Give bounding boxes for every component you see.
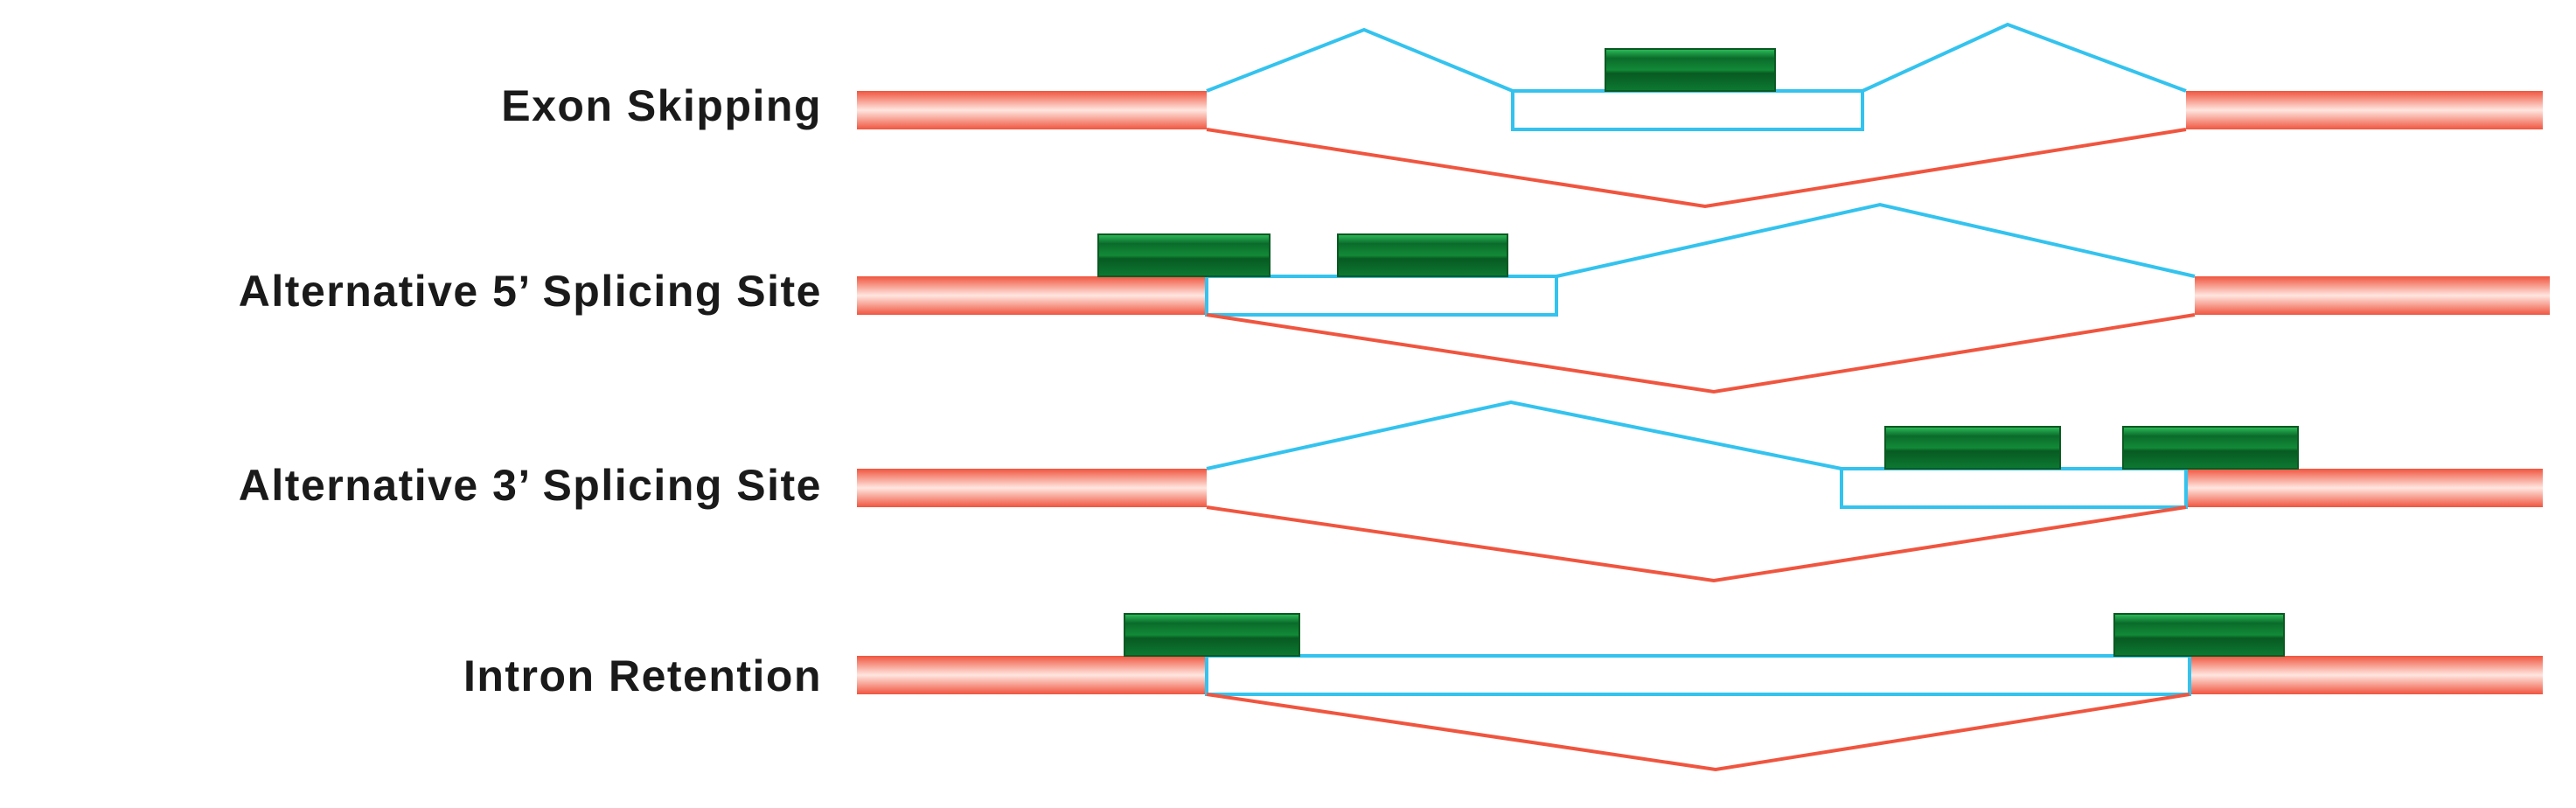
downstream-exon	[2190, 656, 2543, 694]
sequence-feature-marker	[1337, 233, 1508, 277]
inclusion-junction	[1556, 202, 2196, 278]
skipping-junction	[1206, 313, 2196, 394]
sequence-feature-marker	[1605, 48, 1776, 92]
sequence-feature-marker	[1124, 613, 1300, 657]
sequence-feature-marker	[2113, 613, 2285, 657]
row-label-intron-retention: Intron Retention	[463, 651, 822, 700]
sequence-feature-marker	[1097, 233, 1271, 277]
row-intron-retention: Intron Retention	[463, 613, 2543, 772]
sequence-feature-marker	[1884, 426, 2061, 470]
upstream-exon	[857, 91, 1207, 129]
downstream-exon	[2186, 469, 2543, 507]
inclusion-junction	[1206, 400, 1842, 470]
inclusion-junction	[1206, 27, 1514, 93]
row-alternative-3-splicing-site: Alternative 3’ Splicing Site	[239, 400, 2543, 583]
row-label-alternative-5-splicing-site: Alternative 5’ Splicing Site	[239, 267, 822, 316]
upstream-exon	[857, 276, 1207, 315]
row-exon-skipping: Exon Skipping	[501, 22, 2543, 209]
alternative-5-extension	[1205, 275, 1558, 317]
row-label-exon-skipping: Exon Skipping	[501, 81, 822, 130]
upstream-exon	[857, 469, 1207, 507]
downstream-exon	[2195, 276, 2550, 315]
retained-intron	[1205, 654, 2191, 696]
row-label-alternative-3-splicing-site: Alternative 3’ Splicing Site	[239, 461, 822, 510]
upstream-exon	[857, 656, 1207, 694]
inclusion-junction	[1862, 22, 2187, 93]
skipping-junction	[1206, 693, 2190, 772]
sequence-feature-marker	[2122, 426, 2299, 470]
alternative-3-extension	[1840, 467, 2188, 509]
downstream-exon	[2186, 91, 2543, 129]
skipping-junction	[1206, 505, 2187, 583]
skipping-junction	[1206, 128, 2187, 209]
alternative-exon	[1511, 89, 1864, 131]
row-alternative-5-splicing-site: Alternative 5’ Splicing Site	[239, 202, 2550, 394]
